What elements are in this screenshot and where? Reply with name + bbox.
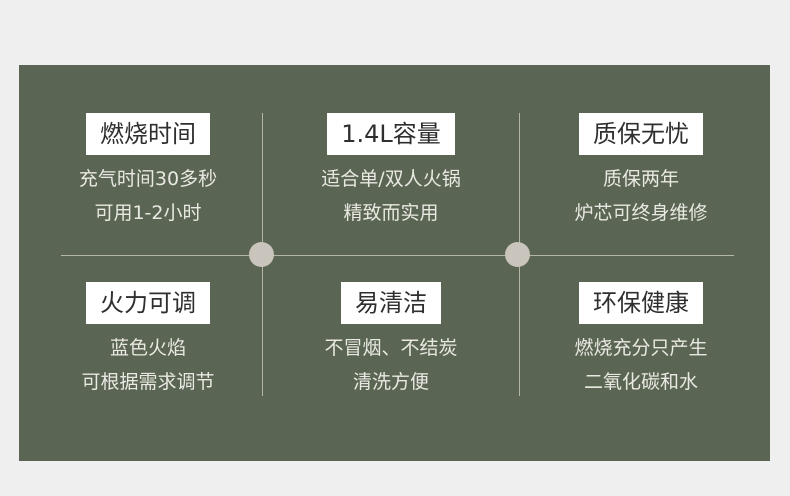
divider-dot-left (249, 242, 274, 267)
feature-warranty: 质保无忧 质保两年 炉芯可终身维修 (521, 113, 761, 230)
feature-capacity: 1.4L容量 适合单/双人火锅 精致而实用 (271, 113, 511, 230)
feature-line: 精致而实用 (343, 202, 439, 224)
feature-eco-health: 环保健康 燃烧充分只产生 二氧化碳和水 (521, 282, 761, 399)
feature-line: 二氧化碳和水 (583, 371, 698, 393)
feature-burn-time: 燃烧时间 充气时间30多秒 可用1-2小时 (28, 113, 268, 230)
feature-line: 适合单/双人火锅 (321, 168, 461, 190)
feature-title: 环保健康 (579, 282, 703, 324)
feature-line: 可用1-2小时 (94, 202, 202, 224)
divider-horizontal (61, 255, 734, 256)
feature-title: 质保无忧 (579, 113, 703, 155)
feature-line: 不冒烟、不结炭 (324, 337, 458, 359)
feature-easy-clean: 易清洁 不冒烟、不结炭 清洗方便 (271, 282, 511, 399)
feature-line: 可根据需求调节 (81, 371, 215, 393)
feature-title: 1.4L容量 (327, 113, 455, 155)
feature-title: 燃烧时间 (86, 113, 210, 155)
feature-line: 燃烧充分只产生 (574, 337, 708, 359)
feature-panel: 燃烧时间 充气时间30多秒 可用1-2小时 1.4L容量 适合单/双人火锅 精致… (19, 65, 770, 461)
feature-adjustable-fire: 火力可调 蓝色火焰 可根据需求调节 (28, 282, 268, 399)
feature-line: 炉芯可终身维修 (574, 202, 708, 224)
feature-line: 清洗方便 (352, 371, 429, 393)
feature-line: 质保两年 (602, 168, 679, 190)
feature-line: 充气时间30多秒 (78, 168, 218, 190)
feature-title: 易清洁 (341, 282, 441, 324)
divider-dot-right (505, 242, 530, 267)
feature-title: 火力可调 (86, 282, 210, 324)
feature-line: 蓝色火焰 (109, 337, 186, 359)
